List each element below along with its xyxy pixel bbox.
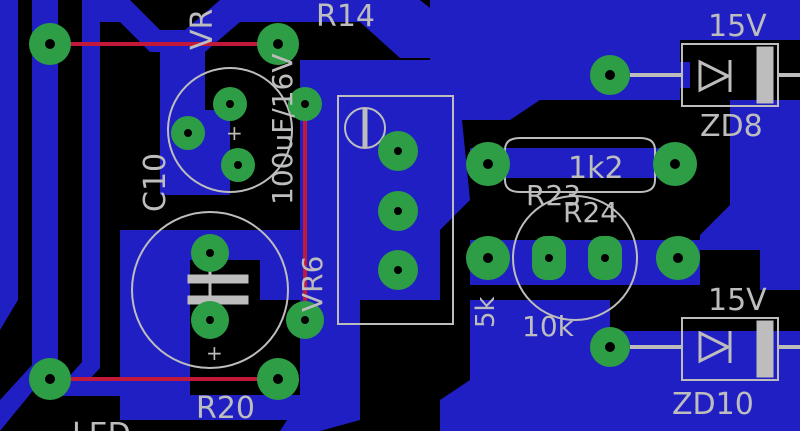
hole <box>673 253 683 263</box>
copper-area-right <box>700 100 800 290</box>
zd10-symbol-triangle <box>698 330 732 364</box>
vr6-outline <box>337 95 454 325</box>
vr-circle <box>167 67 293 193</box>
label-zd10: ZD10 <box>672 387 754 422</box>
polarity-marks: + + <box>206 121 243 365</box>
zd8-band <box>756 46 774 104</box>
hole <box>605 342 615 352</box>
copper-trace-r23 <box>470 148 690 178</box>
zd8-symbol-triangle <box>698 59 732 93</box>
copper-area-bottom-right <box>440 300 800 431</box>
hole <box>234 161 242 169</box>
hole <box>394 147 402 155</box>
label-r14: R14 <box>316 0 375 34</box>
label-r24: R24 <box>563 196 618 229</box>
label-r24-value-10k: 10k <box>522 310 575 343</box>
silkscreen-layer <box>131 43 800 381</box>
hole <box>545 254 553 262</box>
c10-plus-mark: + <box>206 341 223 365</box>
label-r23: R23 <box>526 179 581 212</box>
hole <box>273 374 283 384</box>
copper-trace-r24 <box>470 240 700 285</box>
diode-symbols <box>698 46 774 378</box>
hole <box>483 253 493 263</box>
hole <box>301 100 309 108</box>
label-bottom-partial: LED <box>72 417 131 431</box>
label-r24-value-5k: 5k <box>471 296 501 328</box>
copper-trace-cap <box>120 230 300 420</box>
hole <box>601 254 609 262</box>
copper-trace-left-3 <box>66 0 100 392</box>
copper-trace-left-2 <box>0 0 58 431</box>
hole <box>670 159 680 169</box>
labels: VR R14 C10 100uF/16V VR6 R20 R23 R24 1k2… <box>72 0 767 431</box>
label-vr6: VR6 <box>296 256 329 312</box>
c10-plate-1 <box>187 274 249 284</box>
vr-plus-mark: + <box>226 121 243 145</box>
hole <box>45 39 55 49</box>
hole <box>394 207 402 215</box>
label-cap-value: 100uF/16V <box>266 53 299 205</box>
c10-circle <box>131 211 289 369</box>
hole <box>45 374 55 384</box>
zd10-band <box>756 320 774 378</box>
label-vr-top: VR <box>185 9 220 50</box>
r24-circle <box>512 195 638 321</box>
label-zd8-voltage: 15V <box>708 9 767 44</box>
hole <box>184 129 192 137</box>
hole <box>206 316 214 324</box>
hole <box>226 100 234 108</box>
hole <box>273 39 283 49</box>
copper-trace-left-1 <box>0 0 18 330</box>
r23-body <box>504 137 656 193</box>
hole <box>301 316 309 324</box>
label-r23-value: 1k2 <box>568 151 624 186</box>
hole <box>483 159 493 169</box>
label-c10: C10 <box>138 153 173 212</box>
hole <box>394 266 402 274</box>
hole <box>605 70 615 80</box>
drill-holes <box>45 39 683 384</box>
jumper-wires <box>50 42 307 381</box>
hole <box>206 249 214 257</box>
label-zd10-voltage: 15V <box>708 283 767 318</box>
label-r20: R20 <box>196 391 255 426</box>
label-zd8: ZD8 <box>700 109 763 144</box>
